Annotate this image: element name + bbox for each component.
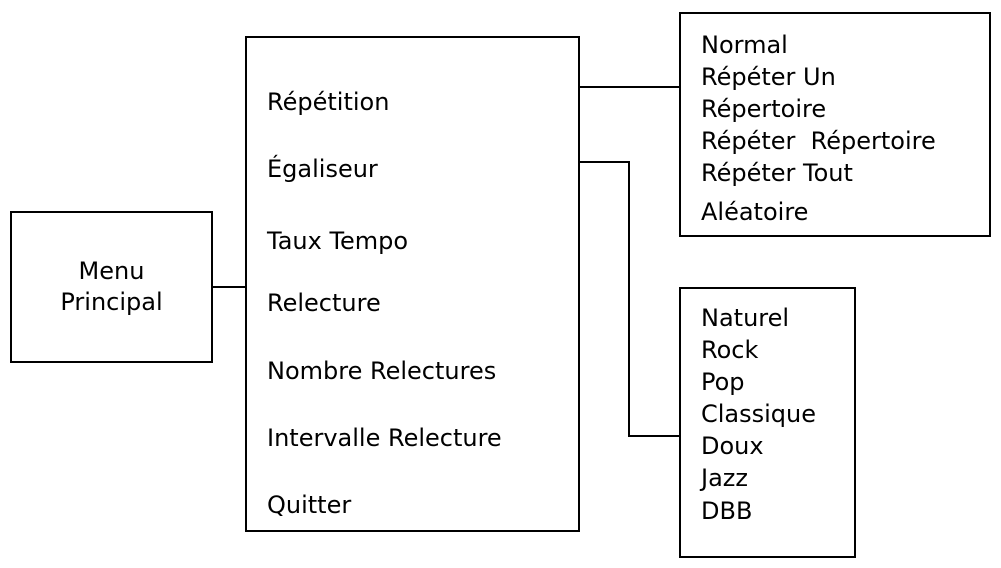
menu-item-repetition: Répétition: [267, 88, 390, 116]
repeat-item-normal: Normal: [701, 31, 788, 59]
repeat-item-aleatoire: Aléatoire: [701, 198, 809, 226]
menu-item-quitter: Quitter: [267, 491, 352, 519]
repeat-item-repertoire: Répertoire: [701, 95, 827, 123]
repeat-item-repeter-tout: Répéter Tout: [701, 159, 853, 187]
eq-item-pop: Pop: [701, 368, 745, 396]
menu-item-intervalle-relecture: Intervalle Relecture: [267, 424, 502, 452]
main-menu-box: Répétition Égaliseur Taux Tempo Relectur…: [245, 36, 580, 532]
connector-egaliseur-to-eq-submenu: [628, 435, 679, 437]
connector-egaliseur-horizontal: [580, 161, 629, 163]
connector-root-to-menu: [213, 286, 245, 288]
connector-repetition-to-repeat-submenu: [580, 86, 679, 88]
repeat-item-repeter-un: Répéter Un: [701, 63, 836, 91]
eq-item-doux: Doux: [701, 432, 764, 460]
eq-item-naturel: Naturel: [701, 304, 790, 332]
equalizer-submenu-box: Naturel Rock Pop Classique Doux Jazz DBB: [679, 287, 856, 558]
repeat-item-repeter-repertoire: Répéter Répertoire: [701, 127, 936, 155]
repeat-submenu-box: Normal Répéter Un Répertoire Répéter Rép…: [679, 12, 991, 237]
eq-item-classique: Classique: [701, 400, 817, 428]
main-menu-root-node: Menu Principal: [10, 211, 213, 363]
connector-egaliseur-vertical: [628, 161, 630, 437]
menu-item-taux-tempo: Taux Tempo: [267, 227, 409, 255]
menu-item-egaliseur: Égaliseur: [267, 155, 378, 183]
eq-item-rock: Rock: [701, 336, 759, 364]
menu-item-nombre-relectures: Nombre Relectures: [267, 357, 497, 385]
root-label-line2: Principal: [60, 288, 163, 316]
eq-item-jazz: Jazz: [701, 464, 748, 492]
root-label-line1: Menu: [78, 257, 145, 285]
menu-item-relecture: Relecture: [267, 289, 381, 317]
eq-item-dbb: DBB: [701, 497, 753, 525]
